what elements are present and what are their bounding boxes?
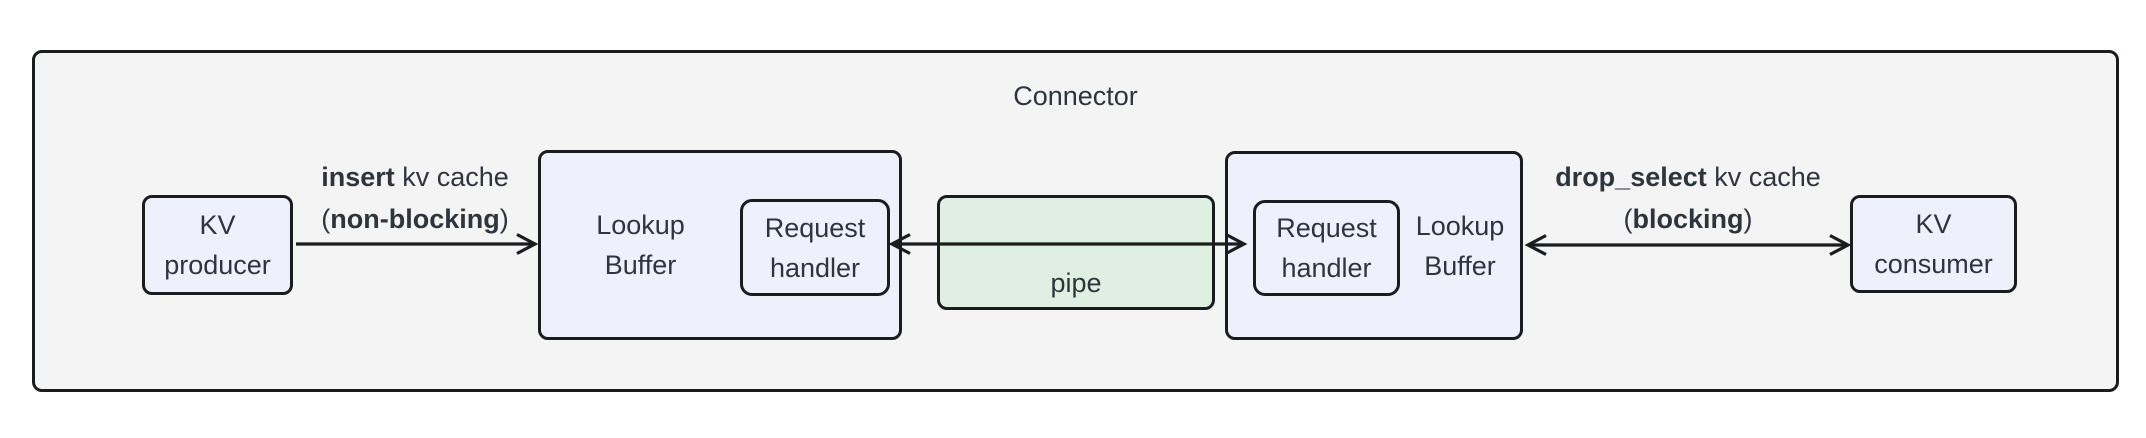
node-label-line: KV — [199, 210, 236, 240]
node-label-line: KV — [1915, 209, 1952, 239]
edge-mode-bold: non-blocking — [330, 204, 500, 234]
node-lookup-buffer-right: Request handler Lookup Buffer — [1225, 151, 1523, 340]
node-request-handler-left: Request handler — [740, 199, 890, 296]
node-label-line: Request — [1276, 213, 1377, 243]
edge-label-line: insert kv cache — [270, 156, 560, 198]
paren: ) — [499, 204, 509, 234]
node-lookup-buffer-left: Lookup Buffer Request handler — [538, 150, 902, 340]
node-label-line: producer — [164, 250, 271, 280]
node-label-line: Lookup — [596, 210, 685, 240]
edge-fn-bold: drop_select — [1555, 162, 1707, 192]
node-label-line: Buffer — [604, 250, 677, 280]
edge-fn-bold: insert — [321, 162, 395, 192]
node-kv-producer: KV producer — [142, 195, 293, 295]
node-kv-consumer: KV consumer — [1850, 195, 2017, 293]
edge-mode-bold: blocking — [1632, 204, 1744, 234]
edge-label-insert: insert kv cache (non-blocking) — [270, 156, 560, 240]
paren: ( — [1623, 204, 1633, 234]
edge-rest: kv cache — [1706, 162, 1821, 192]
lookup-buffer-left-label: Lookup Buffer — [541, 153, 740, 337]
edge-label-line: drop_select kv cache — [1528, 156, 1848, 198]
node-label-line: Buffer — [1424, 250, 1496, 281]
node-label-line: handler — [1281, 253, 1372, 283]
edge-label-line: (non-blocking) — [270, 198, 560, 240]
node-request-handler-right: Request handler — [1253, 200, 1400, 296]
container-title: Connector — [1013, 81, 1138, 111]
node-label-line: Lookup — [1415, 210, 1505, 241]
node-pipe: pipe — [937, 195, 1215, 310]
edge-label-line: (blocking) — [1528, 198, 1848, 240]
node-label-line: consumer — [1874, 249, 1993, 279]
node-label-line: handler — [769, 252, 861, 283]
pipe-label: pipe — [1050, 268, 1102, 298]
paren: ( — [321, 204, 331, 234]
paren: ) — [1743, 204, 1753, 234]
edge-label-drop-select: drop_select kv cache (blocking) — [1528, 156, 1848, 240]
lookup-buffer-right-label: Lookup Buffer — [1400, 154, 1520, 337]
node-label-line: Request — [764, 212, 866, 243]
edge-rest: kv cache — [394, 162, 509, 192]
